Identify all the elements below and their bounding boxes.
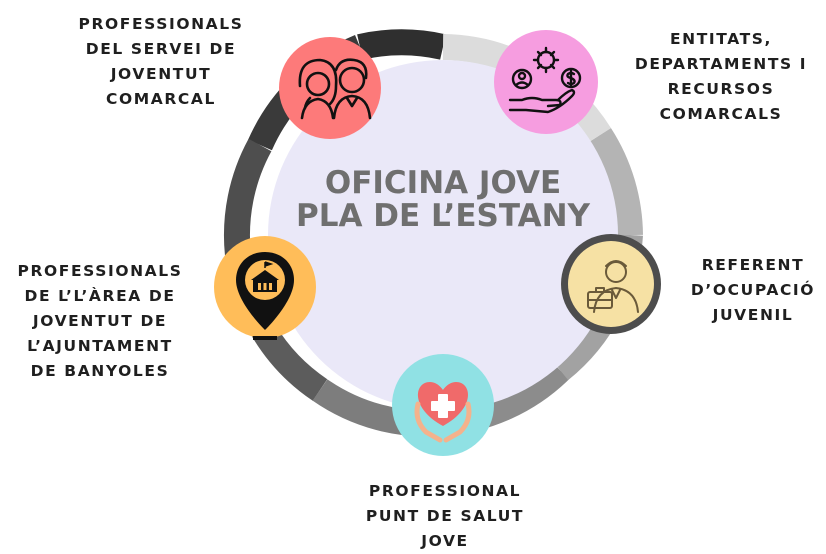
community-resources-icon — [508, 46, 582, 114]
health-heart-icon — [414, 382, 472, 443]
center-disc — [268, 60, 618, 410]
center-title-line2: PLA DE L’ESTANY — [296, 198, 591, 234]
label-left: PROFESSIONALS DE L’L’ÀREA DE JOVENTUT DE… — [17, 262, 183, 380]
label-bottom: PROFESSIONAL PUNT DE SALUT JOVE — [365, 482, 525, 550]
node-left — [214, 236, 316, 340]
ring-segment — [357, 29, 446, 60]
ring-segment — [588, 127, 643, 236]
label-top-left: PROFESSIONALS DEL SERVEI DE JOVENTUT COM… — [78, 15, 244, 108]
node-bottom — [392, 354, 494, 456]
couple-icon — [298, 58, 372, 120]
employment-worker-icon — [587, 260, 639, 313]
label-right: REFERENT D’OCUPACIÓ JUVENIL — [690, 256, 816, 324]
label-top-right: ENTITATS, DEPARTAMENTS I RECURSOS COMARC… — [634, 30, 808, 123]
center-title-line1: OFICINA JOVE — [325, 165, 561, 201]
node-top-left — [279, 37, 381, 139]
node-top-right — [494, 30, 598, 134]
town-hall-pin-icon — [236, 252, 294, 340]
ring-segment — [223, 138, 272, 257]
node-right — [561, 234, 661, 334]
